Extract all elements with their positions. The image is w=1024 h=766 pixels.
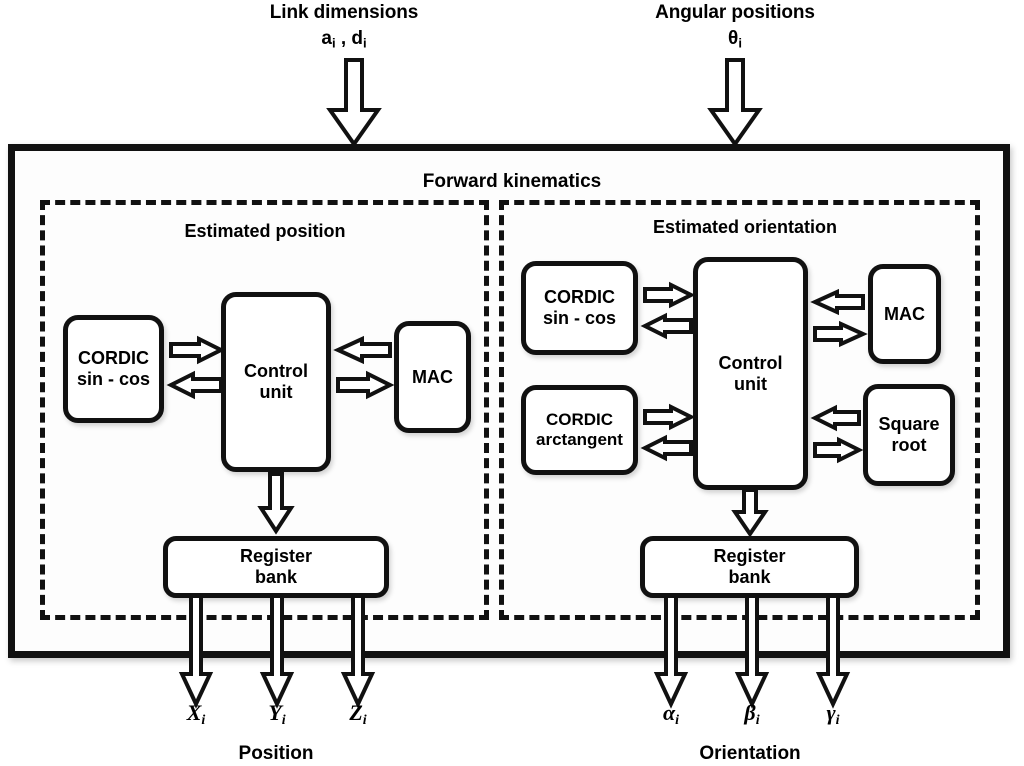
estimated-orientation-register-bank[interactable]: Register bank: [640, 536, 859, 598]
arrow-cordic-sincos-to-control-right: [643, 281, 696, 309]
forward-kinematics-title: Forward kinematics: [422, 171, 602, 192]
estimated-orientation-cordic-sin-cos[interactable]: CORDIC sin - cos: [521, 261, 638, 355]
estimated-position-register-bank[interactable]: Register bank: [163, 536, 389, 598]
input-arrow-angular-positions: [707, 58, 763, 148]
output-label-y: Yi: [247, 700, 307, 729]
arrow-cordic-to-control-left: [169, 335, 226, 365]
output-z-subscript: i: [362, 713, 367, 729]
output-label-gamma: γi: [803, 700, 863, 729]
output-beta-symbol: β: [744, 700, 756, 725]
arrow-control-to-register-right: [731, 488, 769, 538]
symbol-a: a: [321, 28, 332, 49]
arrow-control-to-register-left: [257, 472, 295, 535]
arrow-mac-to-control-left: [333, 335, 392, 365]
symbol-theta-subscript: i: [738, 35, 742, 51]
symbol-a-subscript: i: [331, 35, 336, 51]
output-label-x: Xi: [166, 700, 226, 729]
output-arrow-x: [178, 594, 214, 709]
output-gamma-subscript: i: [835, 713, 840, 729]
input-label-angular-positions: Angular positions: [655, 2, 815, 23]
output-x-symbol: X: [186, 700, 202, 725]
output-arrow-beta: [734, 594, 770, 709]
output-arrow-gamma: [815, 594, 851, 709]
output-arrow-y: [259, 594, 295, 709]
output-group-label-position: Position: [238, 743, 314, 764]
estimated-position-cordic-sin-cos[interactable]: CORDIC sin - cos: [63, 315, 164, 423]
estimated-orientation-title: Estimated orientation: [652, 217, 838, 237]
input-symbol-link-dimensions: ai , di: [234, 28, 454, 51]
estimated-orientation-cordic-arctangent[interactable]: CORDIC arctangent: [521, 385, 638, 475]
estimated-position-title: Estimated position: [184, 221, 346, 241]
output-y-symbol: Y: [268, 700, 282, 725]
arrow-square-root-to-control: [810, 404, 861, 432]
output-label-beta: βi: [722, 700, 782, 729]
estimated-position-frame: [40, 200, 489, 620]
input-label-link-dimensions: Link dimensions: [269, 2, 419, 23]
symbol-d-subscript: i: [363, 35, 367, 51]
output-y-subscript: i: [281, 713, 286, 729]
estimated-orientation-frame: [499, 200, 980, 620]
output-arrow-alpha: [653, 594, 689, 709]
symbol-theta: θ: [728, 28, 739, 49]
arrow-control-to-mac-left: [336, 370, 395, 400]
estimated-position-control-unit[interactable]: Control unit: [221, 292, 331, 472]
output-arrow-z: [340, 594, 376, 709]
output-beta-subscript: i: [755, 713, 760, 729]
symbol-d: d: [351, 28, 364, 49]
output-x-subscript: i: [201, 713, 206, 729]
output-label-z: Zi: [328, 700, 388, 729]
symbol-separator: ,: [335, 28, 352, 49]
input-arrow-link-dimensions: [326, 58, 382, 148]
output-gamma-symbol: γ: [826, 700, 836, 725]
output-label-alpha: αi: [641, 700, 701, 729]
arrow-mac-to-control-right: [810, 288, 865, 316]
output-z-symbol: Z: [349, 700, 363, 725]
output-alpha-symbol: α: [662, 700, 676, 725]
arrow-control-to-cordic-arctan-right: [640, 434, 693, 462]
arrow-cordic-arctan-to-control-right: [643, 403, 696, 431]
estimated-position-mac[interactable]: MAC: [394, 321, 471, 433]
estimated-orientation-square-root[interactable]: Square root: [863, 384, 955, 486]
arrow-control-to-cordic-sincos-right: [640, 312, 693, 340]
arrow-control-to-cordic-left: [166, 370, 223, 400]
arrow-control-to-square-root: [813, 436, 864, 464]
estimated-orientation-control-unit[interactable]: Control unit: [693, 257, 808, 490]
arrow-control-to-mac-right: [813, 320, 868, 348]
output-group-label-orientation: Orientation: [699, 743, 801, 764]
output-alpha-subscript: i: [675, 713, 680, 729]
input-symbol-angular-positions: θi: [625, 28, 845, 51]
estimated-orientation-mac[interactable]: MAC: [868, 264, 941, 364]
